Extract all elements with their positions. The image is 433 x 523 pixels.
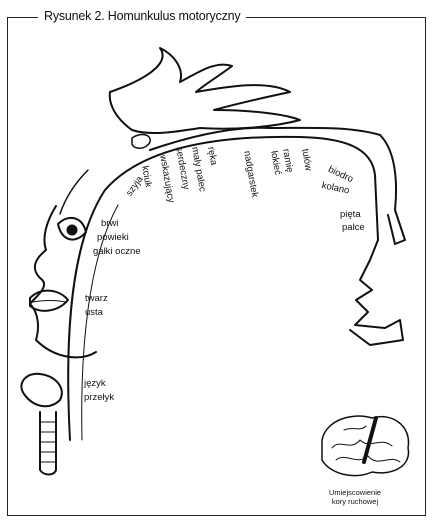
lip-line [31,300,67,303]
thumbnail [131,133,151,149]
label-usta: usta [85,307,103,318]
cortex-inner-edge [81,204,119,441]
tongue-outline [20,372,63,408]
brain-folds [331,425,401,463]
label-jezyk: język [84,378,106,389]
label-twarz: twarz [85,293,108,304]
cortex-outline [67,135,379,441]
label-galki-oczne: gałki oczne [93,246,141,257]
eye-pupil [66,224,78,236]
label-powieki: powieki [97,232,129,243]
face-profile [29,205,97,359]
brain-caption: Umiejscowienie kory ruchowej [300,488,410,506]
label-pieta: pięta [340,209,361,220]
caption-line-2: kory ruchowej [331,497,379,506]
label-palce: palce [342,222,365,233]
figure-title: Rysunek 2. Homunkulus motoryczny [38,9,247,23]
label-brwi: brwi [101,218,119,229]
esophagus-outline [39,411,57,476]
label-przelyk: przełyk [84,392,115,403]
caption-line-1: Umiejscowienie [328,488,382,497]
brain-outline [321,415,410,477]
hand-outline [108,47,301,135]
motor-cortex-strip [362,416,378,464]
arm-outline [149,126,406,245]
leg-outline [349,239,404,346]
eye-outline [57,216,87,241]
brow-line [59,169,89,215]
lips [29,289,69,312]
